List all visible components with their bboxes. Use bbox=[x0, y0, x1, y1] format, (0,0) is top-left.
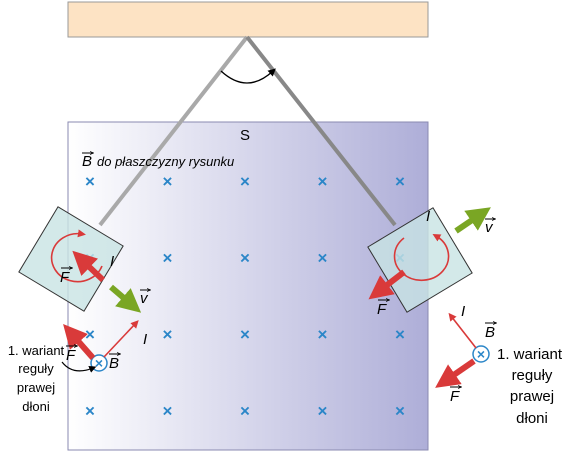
right-velocity-label: v bbox=[485, 219, 494, 236]
right-velocity-arrow bbox=[454, 207, 491, 234]
left-rule-note-line-2: reguły bbox=[18, 361, 54, 376]
support-bar bbox=[67, 1, 429, 38]
right-rule-note-line-1: 1. wariant bbox=[497, 346, 563, 363]
right-rule-force-arrow bbox=[435, 358, 476, 388]
magnetic-field-region bbox=[67, 121, 429, 451]
left-rod bbox=[98, 35, 249, 227]
right-force-arrow bbox=[368, 269, 406, 300]
field-x-mark: × bbox=[85, 402, 95, 421]
left-current-loop bbox=[50, 229, 103, 283]
field-x-mark: × bbox=[395, 172, 405, 191]
left-current-arrow-label: I bbox=[143, 331, 147, 348]
right-field-label: B bbox=[485, 324, 495, 341]
field-x-mark: × bbox=[318, 249, 328, 268]
field-x-mark: × bbox=[240, 249, 250, 268]
field-x-mark: × bbox=[318, 172, 328, 191]
right-rule-note-line-4: dłoni bbox=[516, 410, 548, 427]
field-x-mark: × bbox=[395, 325, 405, 344]
svg-text:×: × bbox=[477, 346, 485, 362]
left-current-label: I bbox=[110, 253, 114, 270]
right-rod bbox=[245, 35, 397, 227]
region-label: S bbox=[240, 127, 250, 144]
field-x-mark: × bbox=[163, 402, 173, 421]
right-current-loop bbox=[393, 234, 450, 281]
field-x-mark: × bbox=[318, 402, 328, 421]
right-current-arrow bbox=[448, 312, 477, 349]
left-rule-note: 1. wariant reguły prawej dłoni bbox=[8, 343, 65, 414]
svg-text:×: × bbox=[95, 355, 103, 371]
field-x-mark: × bbox=[163, 249, 173, 268]
left-field-label: B bbox=[109, 355, 119, 372]
left-force-arrow bbox=[72, 250, 106, 283]
right-rule-force-label: F bbox=[450, 388, 460, 405]
right-force-label: F bbox=[377, 301, 387, 318]
field-x-mark: × bbox=[163, 172, 173, 191]
right-field-symbol: × bbox=[472, 345, 490, 363]
field-direction-label: B do płaszczyzny rysunku bbox=[82, 153, 234, 170]
field-x-mark: × bbox=[85, 172, 95, 191]
swing-angle-arc bbox=[220, 68, 276, 84]
left-velocity-arrow bbox=[109, 284, 142, 313]
field-x-mark: × bbox=[240, 402, 250, 421]
field-label-symbol: B bbox=[82, 153, 92, 170]
right-rule-note: 1. wariant reguły prawej dłoni bbox=[497, 346, 563, 427]
right-current-label: I bbox=[426, 208, 430, 225]
right-current-arrow-label: I bbox=[461, 303, 465, 320]
left-force-label: F bbox=[60, 269, 70, 286]
field-x-mark: × bbox=[163, 325, 173, 344]
left-rule-force-arrow bbox=[63, 323, 96, 360]
field-x-mark: × bbox=[318, 325, 328, 344]
left-current-arrow bbox=[103, 320, 139, 358]
left-note-pointer bbox=[61, 361, 97, 373]
left-velocity-label: v bbox=[140, 290, 149, 307]
field-x-mark: × bbox=[85, 325, 95, 344]
left-rule-note-line-1: 1. wariant bbox=[8, 343, 65, 358]
field-x-mark: × bbox=[240, 325, 250, 344]
field-label-text: do płaszczyzny rysunku bbox=[97, 154, 234, 169]
left-rule-force-label: F bbox=[66, 347, 76, 364]
right-rule-note-line-2: reguły bbox=[512, 367, 553, 384]
right-rule-note-line-3: prawej bbox=[510, 388, 554, 405]
left-rule-note-line-4: dłoni bbox=[22, 399, 50, 414]
field-x-mark: × bbox=[240, 172, 250, 191]
left-rule-note-line-3: prawej bbox=[17, 380, 55, 395]
field-x-mark: × bbox=[395, 402, 405, 421]
